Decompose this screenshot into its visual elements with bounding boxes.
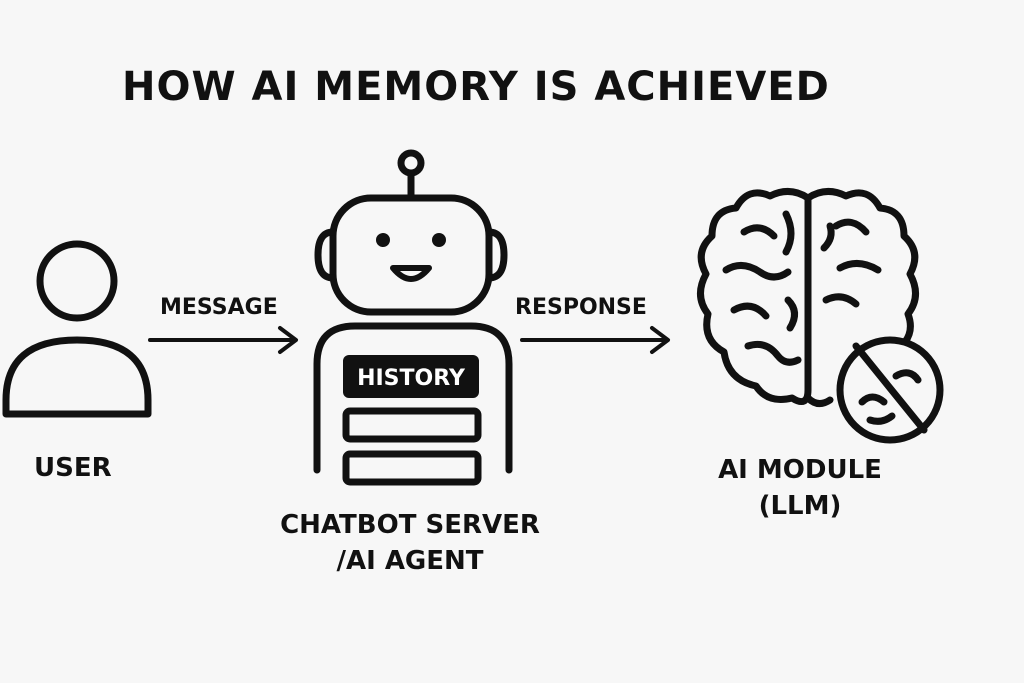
robot-icon [313,149,513,486]
user-label: USER [34,453,112,483]
diagram-title: HOW AI MEMORY IS ACHIEVED [122,64,830,110]
server-label-line1: CHATBOT SERVER [280,510,540,540]
robot-face [376,233,446,282]
server-label-line2: /AI AGENT [336,546,484,576]
response-arrow [520,326,670,354]
module-label-line2: (LLM) [758,491,842,521]
history-block: HISTORY [343,355,479,398]
module-label-line1: AI MODULE [718,455,882,485]
message-arrow [148,326,298,354]
history-label: HISTORY [357,366,466,391]
brain-icon [697,188,919,407]
response-label: RESPONSE [515,295,647,320]
module-label: AI MODULE (LLM) [690,452,910,524]
message-label: MESSAGE [160,295,278,320]
user-icon [2,240,152,418]
no-memory-icon [836,336,944,444]
server-label: CHATBOT SERVER /AI AGENT [255,507,565,579]
